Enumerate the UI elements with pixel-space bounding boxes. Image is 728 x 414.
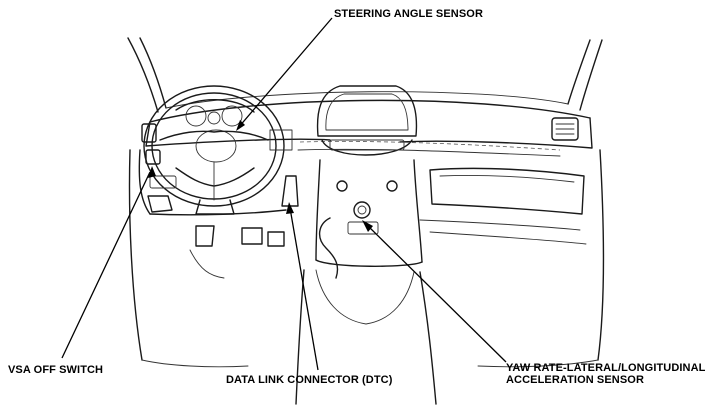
- yaw-rate-sensor-label: YAW RATE-LATERAL/LONGITUDINAL ACCELERATI…: [506, 362, 705, 386]
- vsa-off-switch-leader: [61, 171, 151, 359]
- vsa-off-switch-label: VSA OFF SWITCH: [8, 364, 104, 376]
- yaw-rate-sensor-leader: [365, 223, 507, 363]
- data-link-connector-leader: [289, 207, 319, 371]
- steering-angle-sensor-leader: [237, 17, 333, 129]
- windshield-frame: [127, 37, 603, 113]
- yaw-rate-sensor-label-line1: YAW RATE-LATERAL/LONGITUDINAL: [506, 362, 706, 374]
- steering-wheel: [143, 85, 285, 215]
- floor: [128, 149, 605, 368]
- center-display: [316, 85, 418, 156]
- data-link-connector-label: DATA LINK CONNECTOR (DTC): [226, 374, 393, 386]
- steering-angle-sensor-label: STEERING ANGLE SENSOR: [334, 8, 483, 20]
- glovebox: [429, 167, 585, 215]
- yaw-rate-sensor-label-line2: ACCELERATION SENSOR: [506, 374, 644, 386]
- pedals: [189, 225, 285, 279]
- left-lower-dash: [138, 129, 299, 216]
- center-console: [295, 159, 437, 405]
- dashboard: [141, 99, 593, 157]
- callout-leaders: [61, 17, 507, 371]
